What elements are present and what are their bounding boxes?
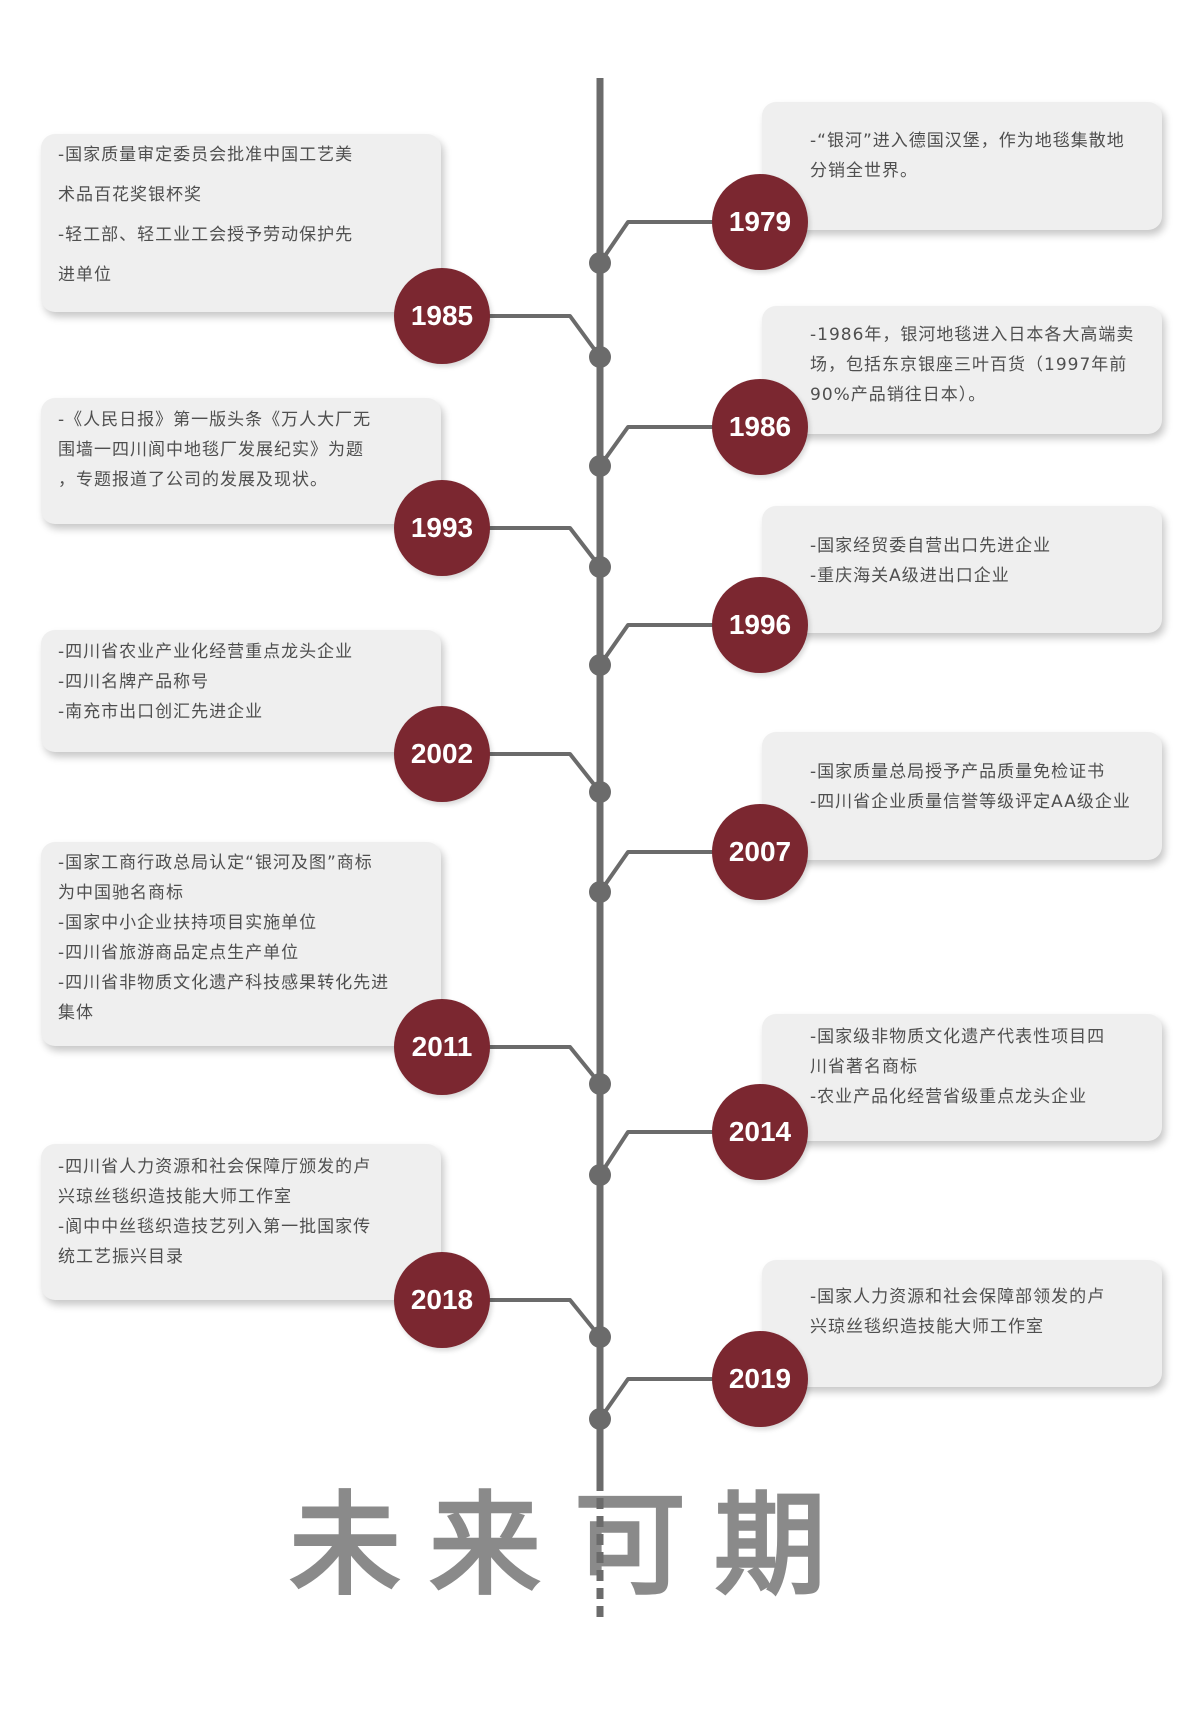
event-text-line: -四川省农业产业化经营重点龙头企业 xyxy=(58,642,354,662)
event-card-2011: -国家工商行政总局认定“银河及图”商标为中国驰名商标 -国家中小企业扶持项目实施单… xyxy=(41,842,441,1046)
event-card-2018: -四川省人力资源和社会保障厅颁发的卢兴琼丝毯织造技能大师工作室 -阆中中丝毯织造技… xyxy=(41,1144,441,1300)
event-text-line: 90%产品销往日本）。 xyxy=(810,385,987,405)
event-text-line: 兴琼丝毯织造技能大师工作室 xyxy=(810,1317,1044,1337)
year-badge-1979: 1979 xyxy=(712,174,808,270)
year-badge-2011: 2011 xyxy=(394,999,490,1095)
event-text-line: -国家人力资源和社会保障部领发的卢 xyxy=(810,1287,1106,1307)
year-badge-2018: 2018 xyxy=(394,1252,490,1348)
axis-node-1996 xyxy=(589,654,611,676)
event-card-2002: -四川省农业产业化经营重点龙头企业 -四川名牌产品称号 -南充市出口创汇先进企业 xyxy=(41,630,441,752)
event-card-1993: -《人民日报》第一版头条《万人大厂无围墙一四川阆中地毯厂发展纪实》为题 ，专题报道… xyxy=(41,398,441,524)
event-text-line: -四川省旅游商品定点生产单位 xyxy=(58,943,300,963)
year-badge-2019: 2019 xyxy=(712,1331,808,1427)
footer-char-1: 未 xyxy=(289,1480,401,1611)
year-badge-2002: 2002 xyxy=(394,706,490,802)
event-text-line: -四川名牌产品称号 xyxy=(58,672,210,692)
event-text-line: ，专题报道了公司的发展及现状。 xyxy=(58,470,328,490)
axis-node-2007 xyxy=(589,881,611,903)
year-badge-1986: 1986 xyxy=(712,379,808,475)
event-text-line: 场，包括东京银座三叶百货（1997年前 xyxy=(810,355,1128,375)
footer-char-4: 期 xyxy=(714,1480,826,1611)
event-text-line: 统工艺振兴目录 xyxy=(58,1247,184,1267)
event-text-line: -四川省非物质文化遗产科技感果转化先进 xyxy=(58,973,390,993)
event-text-line: -国家质量总局授予产品质量免检证书 xyxy=(810,762,1106,782)
event-text-line: 为中国驰名商标 xyxy=(58,883,184,903)
event-text-line: -国家中小企业扶持项目实施单位 xyxy=(58,913,318,933)
footer-char-3: 可 xyxy=(574,1480,686,1611)
event-text-line: 术品百花奖银杯奖 xyxy=(58,185,202,205)
year-badge-1985: 1985 xyxy=(394,268,490,364)
axis-node-2019 xyxy=(589,1408,611,1430)
event-card-2007: -国家质量总局授予产品质量免检证书 -四川省企业质量信誉等级评定AA级企业 xyxy=(762,732,1162,860)
axis-node-2014 xyxy=(589,1164,611,1186)
event-text-line: -南充市出口创汇先进企业 xyxy=(58,702,264,722)
axis-node-1986 xyxy=(589,455,611,477)
event-text-line: -1986年，银河地毯进入日本各大高端卖 xyxy=(810,325,1135,345)
axis-node-2002 xyxy=(589,781,611,803)
axis-node-1979 xyxy=(589,252,611,274)
event-text-line: -国家级非物质文化遗产代表性项目四 xyxy=(810,1027,1106,1047)
event-text-line: -轻工部、轻工业工会授予劳动保护先 xyxy=(58,225,354,245)
event-text-line: -《人民日报》第一版头条《万人大厂无 xyxy=(58,410,372,430)
event-text-line: -农业产品化经营省级重点龙头企业 xyxy=(810,1087,1088,1107)
event-card-2019: -国家人力资源和社会保障部领发的卢兴琼丝毯织造技能大师工作室 xyxy=(762,1260,1162,1387)
year-badge-1996: 1996 xyxy=(712,577,808,673)
event-card-1996: -国家经贸委自营出口先进企业 -重庆海关A级进出口企业 xyxy=(762,506,1162,633)
year-badge-2007: 2007 xyxy=(712,804,808,900)
footer-char-2: 来 xyxy=(429,1480,541,1611)
event-card-1985: -国家质量审定委员会批准中国工艺美术品百花奖银杯奖 -轻工部、轻工业工会授予劳动保… xyxy=(41,134,441,312)
event-text-line: -四川省企业质量信誉等级评定AA级企业 xyxy=(810,792,1131,812)
year-badge-1993: 1993 xyxy=(394,480,490,576)
event-text-line: -国家质量审定委员会批准中国工艺美 xyxy=(58,145,354,165)
axis-node-1993 xyxy=(589,556,611,578)
event-text-line: 围墙一四川阆中地毯厂发展纪实》为题 xyxy=(58,440,364,460)
event-card-1986: -1986年，银河地毯进入日本各大高端卖场，包括东京银座三叶百货（1997年前 9… xyxy=(762,306,1162,434)
event-text-line: -国家工商行政总局认定“银河及图”商标 xyxy=(58,853,373,873)
event-text-line: -“银河”进入德国汉堡，作为地毯集散地 xyxy=(810,131,1125,151)
event-text-line: -四川省人力资源和社会保障厅颁发的卢 xyxy=(58,1157,372,1177)
event-card-1979: -“银河”进入德国汉堡，作为地毯集散地分销全世界。 xyxy=(762,102,1162,230)
axis-node-2018 xyxy=(589,1326,611,1348)
event-text-line: 川省著名商标 xyxy=(810,1057,918,1077)
event-card-2014: -国家级非物质文化遗产代表性项目四川省著名商标 -农业产品化经营省级重点龙头企业 xyxy=(762,1014,1162,1141)
event-text-line: 集体 xyxy=(58,1003,94,1023)
event-text-line: 进单位 xyxy=(58,265,112,285)
event-text-line: -阆中中丝毯织造技艺列入第一批国家传 xyxy=(58,1217,372,1237)
axis-node-2011 xyxy=(589,1073,611,1095)
axis-node-1985 xyxy=(589,346,611,368)
event-text-line: -国家经贸委自营出口先进企业 xyxy=(810,536,1052,556)
year-badge-2014: 2014 xyxy=(712,1084,808,1180)
event-text-line: 分销全世界。 xyxy=(810,161,918,181)
event-text-line: -重庆海关A级进出口企业 xyxy=(810,566,1010,586)
event-text-line: 兴琼丝毯织造技能大师工作室 xyxy=(58,1187,292,1207)
